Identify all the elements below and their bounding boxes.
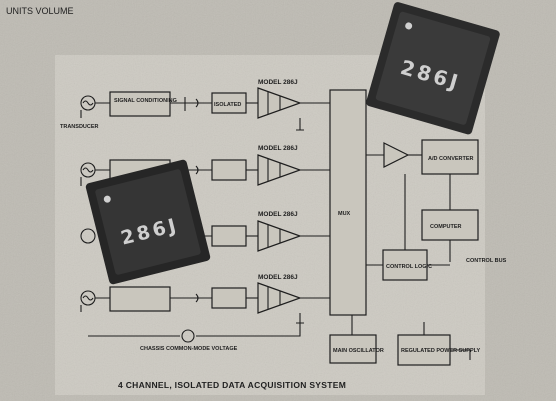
sine-icon [82,167,94,173]
chip-left: 286J [85,159,211,285]
channel-1: SIGNAL CONDITIONING TRANSDUCER ISOLATED … [60,79,330,131]
control-block [382,249,428,281]
power-label: REGULATED POWER SUPPLY [401,348,480,354]
channel-4: MODEL 286J [80,274,330,324]
sine-icon [82,295,94,301]
chip-index-dot [405,22,413,30]
filter-block [211,287,247,309]
ground-note: CHASSIS COMMON-MODE VOLTAGE [140,346,238,352]
model-label: MODEL 286J [258,274,298,281]
model-label: MODEL 286J [258,211,298,218]
filter-block [211,225,247,247]
mux-label: MUX [338,211,351,217]
power-block [397,334,451,366]
computer-label: COMPUTER [430,224,462,230]
sensor-icon [80,228,96,244]
oscillator-block [329,334,377,364]
model-label: MODEL 286J [258,145,298,152]
conditioner-block [109,91,171,117]
top-left-text: UNITS VOLUME [6,6,74,16]
adc-label: A/D CONVERTER [428,156,474,162]
isolated-label: ISOLATED [214,102,241,108]
conditioner-label: SIGNAL CONDITIONING [114,98,177,104]
transducer-label: TRANSDUCER [60,124,99,130]
chip-top-right: 286J [366,2,500,135]
sine-icon [82,100,94,106]
control-bus-label: CONTROL BUS [466,258,507,264]
control-label: CONTROL LOGIC [386,264,432,270]
filter-block [211,159,247,181]
mux-block [329,89,367,316]
buffer-amp-icon [383,142,410,168]
conditioner-block [109,286,171,312]
common-mode-source-icon [181,329,195,343]
chip-index-dot [103,195,111,203]
diagram-caption: 4 CHANNEL, ISOLATED DATA ACQUISITION SYS… [118,380,346,390]
channel-3: MODEL 286J [80,211,330,252]
model-label: MODEL 286J [258,79,298,86]
oscillator-label: MAIN OSCILLATOR [333,348,384,354]
